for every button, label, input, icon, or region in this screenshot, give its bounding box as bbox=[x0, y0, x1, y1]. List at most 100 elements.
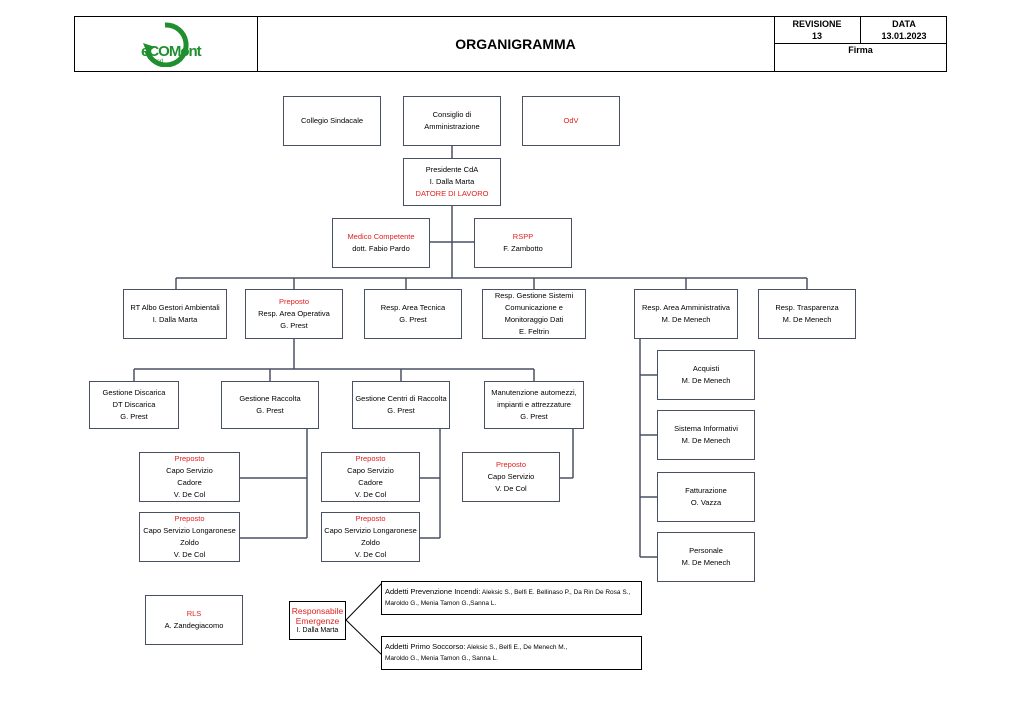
revision-cell: REVISIONE 13 bbox=[774, 17, 861, 44]
tecnica-name: G. Prest bbox=[399, 315, 427, 324]
manutenzione-box: Manutenzione automezzi, impianti e attre… bbox=[484, 381, 584, 429]
capo-rc-area: Cadore bbox=[177, 478, 202, 487]
area-operativa-box: Preposto Resp. Area Operativa G. Prest bbox=[245, 289, 343, 339]
capo-rl-tag: Preposto bbox=[174, 514, 205, 523]
ecomont-logo: eCOMont srl bbox=[135, 21, 202, 68]
incendi-names-1: Aleksic S., Belfi E. Bellinaso P., Da Ri… bbox=[480, 589, 631, 596]
odv-box: OdV bbox=[522, 96, 620, 146]
capo-rl-area: Zoldo bbox=[180, 538, 199, 547]
gestione-centri-box: Gestione Centri di Raccolta G. Prest bbox=[352, 381, 450, 429]
capo-rl-name: V. De Col bbox=[173, 550, 206, 559]
logo-srl: srl bbox=[157, 59, 164, 65]
acquisti-name: M. De Menech bbox=[681, 376, 731, 385]
operativa-name: G. Prest bbox=[280, 321, 308, 330]
rt-name: I. Dalla Marta bbox=[152, 315, 198, 324]
logo-text: eCOMont bbox=[141, 43, 202, 60]
emergenze-role-1: Responsabile bbox=[291, 605, 344, 616]
rls-box: RLS A. Zandegiacomo bbox=[145, 595, 243, 645]
capo-rl-role: Capo Servizio Longaronese bbox=[143, 526, 236, 535]
capo-cl-tag: Preposto bbox=[355, 514, 386, 523]
consiglio-box: Consiglio di Amministrazione bbox=[403, 96, 501, 146]
capo-cl-area: Zoldo bbox=[361, 538, 380, 547]
manutenzione-name: G. Prest bbox=[520, 412, 548, 421]
discarica-name: G. Prest bbox=[120, 412, 148, 421]
fatturazione-name: O. Vazza bbox=[690, 498, 722, 507]
sistemi-role-2: Comunicazione e bbox=[505, 303, 563, 312]
incendi-names-2: Maroldo G., Menia Tamon G.,Sanna L. bbox=[385, 600, 497, 607]
trasparenza-box: Resp. Trasparenza M. De Menech bbox=[758, 289, 856, 339]
consiglio-line1: Consiglio di bbox=[432, 110, 472, 119]
capo-raccolta-longarone-box: Preposto Capo Servizio Longaronese Zoldo… bbox=[139, 512, 240, 562]
gestione-raccolta-box: Gestione Raccolta G. Prest bbox=[221, 381, 319, 429]
rspp-name: F. Zambotto bbox=[503, 244, 543, 253]
medico-role: Medico Competente bbox=[347, 232, 415, 241]
capo-centri-cadore-box: Preposto Capo Servizio Cadore V. De Col bbox=[321, 452, 420, 502]
personale-box: Personale M. De Menech bbox=[657, 532, 755, 582]
centri-role: Gestione Centri di Raccolta bbox=[355, 394, 447, 403]
collegio-label: Collegio Sindacale bbox=[300, 116, 364, 125]
odv-label: OdV bbox=[563, 116, 579, 125]
medico-name: dott. Fabio Pardo bbox=[352, 244, 410, 253]
date-label: DATA bbox=[892, 19, 916, 29]
personale-name: M. De Menech bbox=[681, 558, 731, 567]
acquisti-box: Acquisti M. De Menech bbox=[657, 350, 755, 400]
centri-name: G. Prest bbox=[387, 406, 415, 415]
presidente-box: Presidente CdA I. Dalla Marta DATORE DI … bbox=[403, 158, 501, 206]
sistema-name: M. De Menech bbox=[681, 436, 731, 445]
capo-cc-tag: Preposto bbox=[355, 454, 386, 463]
gestione-discarica-box: Gestione Discarica DT Discarica G. Prest bbox=[89, 381, 179, 429]
acquisti-role: Acquisti bbox=[692, 364, 720, 373]
capo-m-name: V. De Col bbox=[495, 484, 527, 493]
area-tecnica-box: Resp. Area Tecnica G. Prest bbox=[364, 289, 462, 339]
revision-label: REVISIONE bbox=[792, 19, 842, 29]
firma-label: Firma bbox=[848, 45, 873, 55]
operativa-role: Resp. Area Operativa bbox=[258, 309, 330, 318]
soccorso-names-2: Maroldo G., Menia Tamon G., Sanna L. bbox=[385, 655, 498, 662]
presidente-name: I. Dalla Marta bbox=[429, 177, 475, 186]
document-header: eCOMont srl ORGANIGRAMMA REVISIONE 13 DA… bbox=[74, 16, 947, 72]
operativa-tag: Preposto bbox=[278, 297, 310, 306]
soccorso-label: Addetti Primo Soccorso: bbox=[385, 642, 466, 651]
manutenzione-role-2: impianti e attrezzature bbox=[497, 400, 571, 409]
capo-cl-name: V. De Col bbox=[354, 550, 387, 559]
capo-rc-tag: Preposto bbox=[174, 454, 205, 463]
sistemi-role-3: Monitoraggio Dati bbox=[504, 315, 564, 324]
fatturazione-box: Fatturazione O. Vazza bbox=[657, 472, 755, 522]
rt-albo-box: RT Albo Gestori Ambientali I. Dalla Mart… bbox=[123, 289, 227, 339]
raccolta-role: Gestione Raccolta bbox=[239, 394, 301, 403]
recycle-arrow-icon bbox=[143, 22, 189, 68]
date-cell: DATA 13.01.2023 bbox=[861, 17, 947, 44]
sistemi-name: E. Feltrin bbox=[518, 327, 549, 336]
trasparenza-role: Resp. Trasparenza bbox=[775, 303, 839, 312]
capo-rc-role: Capo Servizio bbox=[166, 466, 213, 475]
gestione-sistemi-box: Resp. Gestione Sistemi Comunicazione e M… bbox=[482, 289, 586, 339]
capo-m-role: Capo Servizio bbox=[487, 472, 535, 481]
rt-role: RT Albo Gestori Ambientali bbox=[130, 303, 220, 312]
capo-rc-name: V. De Col bbox=[173, 490, 206, 499]
amministrativa-name: M. De Menech bbox=[661, 315, 711, 324]
revision-value: 13 bbox=[811, 31, 822, 41]
capo-m-tag: Preposto bbox=[495, 460, 527, 469]
rspp-role: RSPP bbox=[512, 232, 534, 241]
medico-box: Medico Competente dott. Fabio Pardo bbox=[332, 218, 430, 268]
page-title: ORGANIGRAMMA bbox=[257, 17, 775, 71]
logo-cell: eCOMont srl bbox=[75, 17, 258, 71]
soccorso-names-1: Aleksic S., Belfi E., De Menech M., bbox=[465, 644, 568, 651]
responsabile-emergenze-box: Responsabile Emergenze I. Dalla Marta bbox=[289, 601, 346, 640]
raccolta-name: G. Prest bbox=[256, 406, 284, 415]
addetti-incendi-box: Addetti Prevenzione Incendi: Aleksic S.,… bbox=[381, 581, 642, 615]
capo-centri-longarone-box: Preposto Capo Servizio Longaronese Zoldo… bbox=[321, 512, 420, 562]
emergenze-role-2: Emergenze bbox=[295, 615, 340, 626]
amministrativa-role: Resp. Area Amministrativa bbox=[642, 303, 730, 312]
sistema-informativi-box: Sistema Informativi M. De Menech bbox=[657, 410, 755, 460]
capo-cc-name: V. De Col bbox=[354, 490, 387, 499]
rls-name: A. Zandegiacomo bbox=[164, 621, 224, 630]
emergenze-name: I. Dalla Marta bbox=[296, 626, 339, 634]
rls-role: RLS bbox=[186, 609, 202, 618]
consiglio-line2: Amministrazione bbox=[424, 122, 480, 131]
capo-cl-role: Capo Servizio Longaronese bbox=[324, 526, 417, 535]
sistema-role: Sistema Informativi bbox=[674, 424, 738, 433]
incendi-label: Addetti Prevenzione Incendi: bbox=[385, 587, 481, 596]
date-value: 13.01.2023 bbox=[881, 31, 927, 41]
